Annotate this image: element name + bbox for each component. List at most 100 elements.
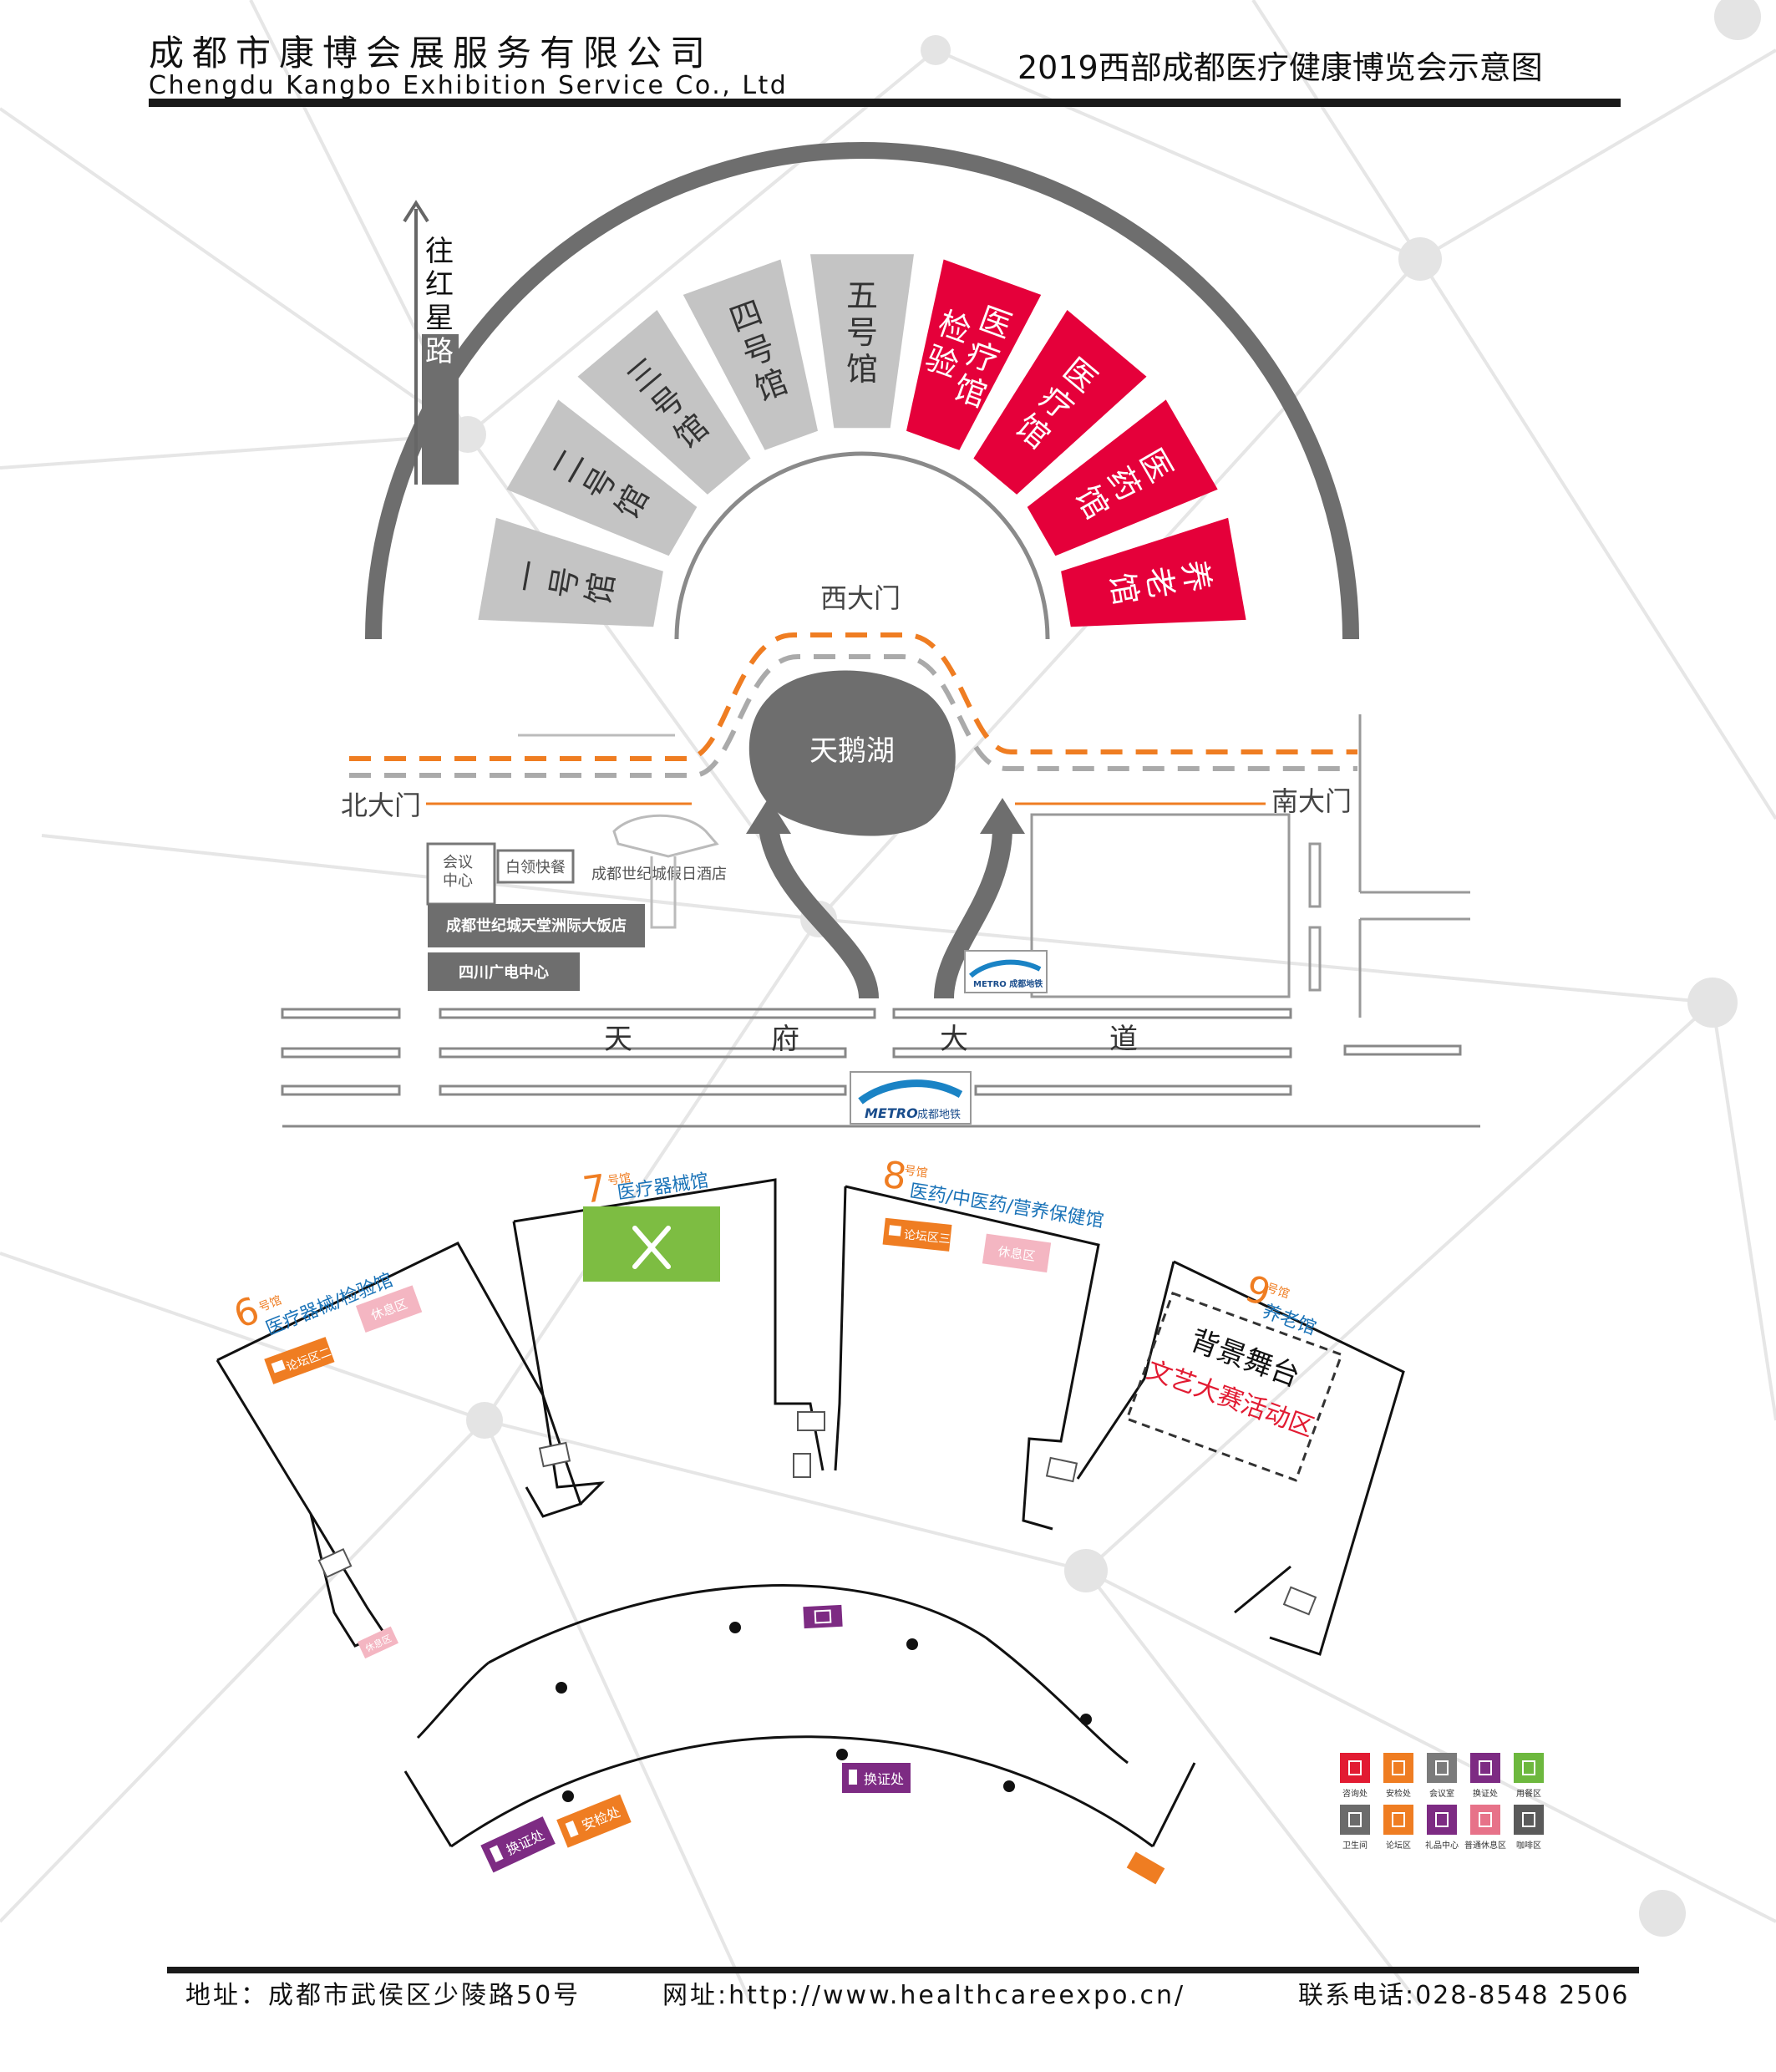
hall-6-rest-badge: 休息区 (355, 1285, 423, 1333)
chat-icon (1383, 1805, 1413, 1835)
tianfu-avenue (281, 1008, 1480, 1128)
card-icon (1470, 1753, 1500, 1783)
direction-char-1: 往 (425, 235, 454, 268)
hall-7-suffix: 号馆 (606, 1171, 632, 1188)
header: 成都市康博会展服务有限公司 Chengdu Kangbo Exhibition … (149, 33, 1621, 107)
direction-char-2: 红 (425, 268, 454, 302)
exchange-badge-2: 换证处 (480, 1816, 556, 1873)
lobby-corridor (403, 1584, 1196, 1848)
orange-dashed-route (349, 632, 1357, 761)
hall-corner-facilities (317, 1411, 1317, 1616)
person-icon-glyph (1392, 1760, 1405, 1775)
corridor-people-icons (556, 1622, 1092, 1802)
swan-lake (748, 670, 956, 836)
hall-label-9: 养老馆 (1103, 557, 1217, 607)
legend-label: 用餐区 (1516, 1788, 1541, 1799)
dining-icon (632, 1226, 671, 1269)
hall-6-outline (216, 1359, 387, 1648)
legend-label: 安检处 (1386, 1788, 1411, 1799)
legend-label: 卫生间 (1342, 1840, 1368, 1851)
header-rule (149, 99, 1621, 107)
rest-icon (1470, 1805, 1500, 1835)
chat-icon-glyph (1392, 1812, 1405, 1827)
exhibition-halls-fan: 一号馆二号馆三号馆四号馆五号馆医疗馆检验医疗馆医药馆养老馆 (478, 254, 1246, 627)
legend-label: 礼品中心 (1425, 1840, 1459, 1851)
gift-icon (1427, 1805, 1457, 1835)
south-block (1030, 813, 1291, 998)
metro-logo-small: METRO 成都地铁 (964, 950, 1048, 993)
footer-website: 网址:http://www.healthcareexpo.cn/ (662, 1981, 1185, 2010)
company-name-en: Chengdu Kangbo Exhibition Service Co., L… (149, 71, 788, 100)
west-gate-label: 西大门 (820, 582, 901, 614)
direction-char-3: 星 (425, 302, 454, 335)
tv-center-label: 四川广电中心 (459, 963, 549, 982)
hall-8-rest-badge: 休息区 (982, 1233, 1052, 1273)
hall-label-char: 馆 (846, 351, 878, 388)
hall-7-number: 7 (580, 1166, 609, 1211)
hall-9-name: 养老馆 (1260, 1301, 1319, 1339)
gift-icon-glyph (1435, 1812, 1449, 1827)
legend-label: 咖啡区 (1516, 1841, 1541, 1851)
page-title: 2019西部成都医疗健康博览会示意图 (1017, 49, 1543, 86)
coffee-icon-glyph (1522, 1812, 1535, 1827)
road-char-3: 大 (940, 1023, 968, 1056)
conference-center-label: 会议 (443, 854, 473, 871)
holiday-hotel-shape (612, 814, 719, 929)
card-icon-glyph (1479, 1760, 1492, 1775)
footer-phone: 联系电话:028-8548 2506 (1298, 1981, 1629, 2010)
fast-food (496, 849, 575, 884)
coffee-icon (1514, 1805, 1544, 1835)
metro-logo-large: METRO 成都地铁 (850, 1071, 972, 1125)
question-icon (1340, 1753, 1370, 1783)
paradise-hotel-label: 成都世纪城天堂洲际大饭店 (446, 917, 627, 935)
hall-block-2 (506, 399, 698, 556)
hall-7-outline (512, 1221, 606, 1506)
dining-icon (1514, 1753, 1544, 1783)
security-badge: 安检处 (556, 1794, 632, 1848)
hall-label-5: 五号馆 (846, 277, 878, 388)
hall-9-suffix: 号馆 (1265, 1282, 1291, 1302)
hall-6-forum-badge: 论坛区二 (264, 1337, 335, 1384)
question-icon-glyph (1348, 1760, 1362, 1775)
hall-block-8 (1027, 399, 1218, 556)
exchange-label-1: 换证处 (864, 1771, 904, 1787)
legend-label: 换证处 (1473, 1788, 1498, 1799)
road-char-1: 天 (604, 1023, 632, 1056)
toilet-icon-glyph (1348, 1812, 1362, 1827)
hall-8-suffix: 号馆 (903, 1164, 928, 1181)
footer: 地址：成都市武侯区少陵路50号 网址:http://www.healthcare… (167, 1967, 1639, 2010)
meeting-icon (1427, 1753, 1457, 1783)
company-name-cn: 成都市康博会展服务有限公司 (149, 33, 713, 74)
conference-center-label-2: 中心 (443, 872, 473, 890)
road-char-2: 府 (771, 1023, 799, 1056)
paradise-hotel (428, 904, 645, 947)
footer-rule (167, 1967, 1639, 1973)
hall-block-1 (478, 517, 663, 627)
hall-outlines (216, 1178, 1405, 1656)
entrance-arrow-left (759, 825, 879, 999)
hall-label-char: 号 (846, 314, 878, 351)
hall-label-char: 五 (846, 277, 878, 314)
hall-8-forum-badge: 论坛区三 (882, 1217, 952, 1252)
hall-label-char: 一 (507, 557, 549, 595)
holiday-hotel-label: 成都世纪城假日酒店 (591, 866, 727, 883)
hall-label-char: 馆 (1103, 570, 1144, 607)
hall-6-suffix: 号馆 (257, 1293, 284, 1314)
person-icon (1383, 1753, 1413, 1783)
legend-label: 会议室 (1429, 1788, 1454, 1799)
meeting-icon-glyph (1435, 1760, 1449, 1775)
metro-cn: 成都地铁 (917, 1109, 961, 1121)
legend-label: 论坛区 (1386, 1840, 1411, 1851)
exchange-badge-1: 换证处 (842, 1763, 911, 1793)
direction-char-4: 路 (425, 335, 454, 368)
hall-block-6 (906, 259, 1042, 450)
hall-9-outline (1173, 1260, 1405, 1656)
hall-label-char: 号 (544, 564, 586, 602)
hall-8-forum-label: 论坛区三 (903, 1228, 951, 1247)
tv-center (428, 952, 580, 991)
hall-8-outline (834, 1186, 847, 1471)
swan-lake-label: 天鹅湖 (809, 734, 895, 768)
legend-label: 咨询处 (1342, 1788, 1368, 1799)
north-gate-label: 北大门 (341, 790, 421, 821)
